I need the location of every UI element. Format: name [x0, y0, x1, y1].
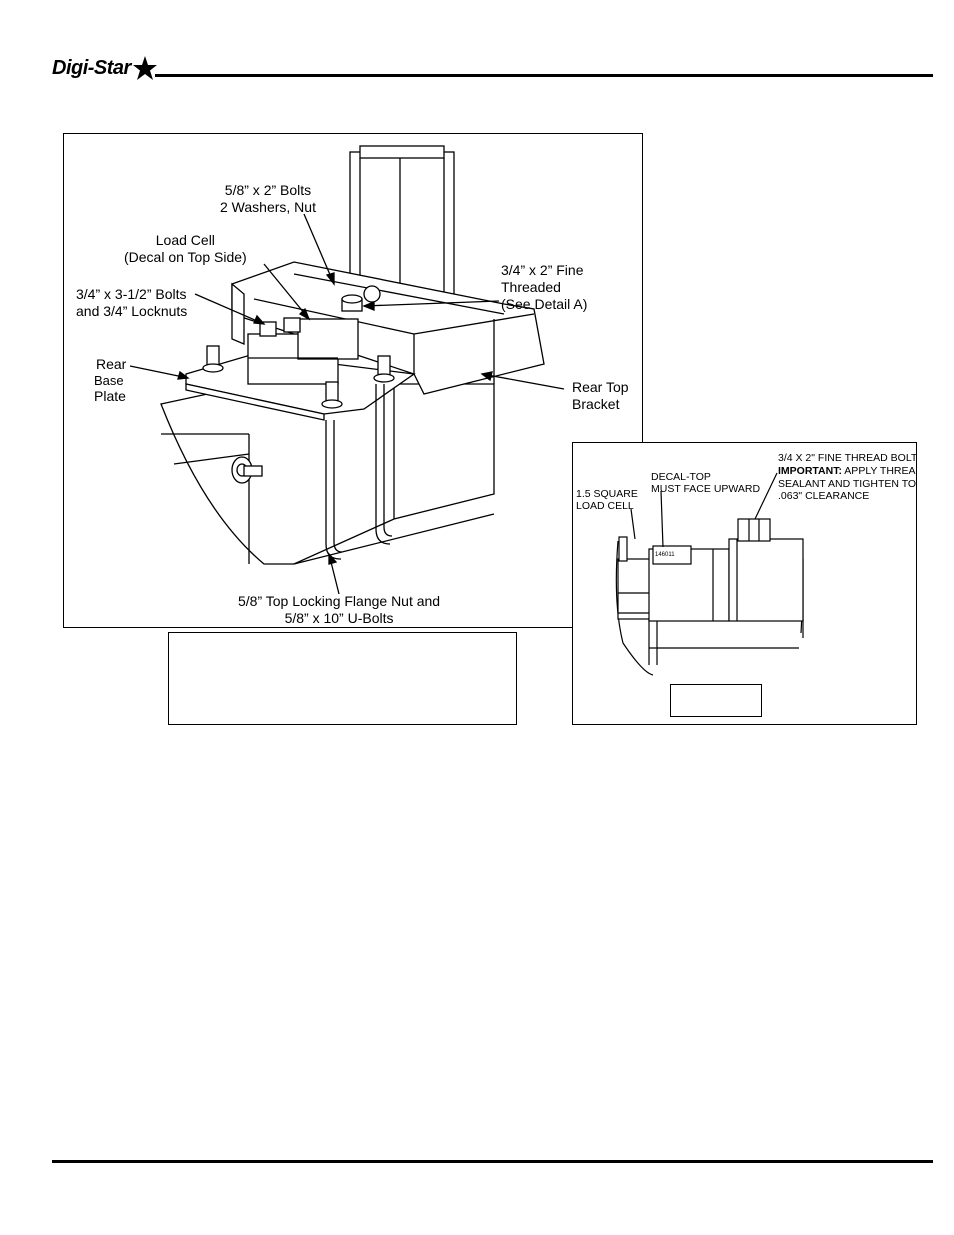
important-label: IMPORTANT: [778, 465, 842, 477]
digi-star-logo: Digi-Star [52, 55, 162, 85]
callout-fine-threaded-bolt: 3/4” x 2” Fine Threaded (See Detail A) [501, 262, 588, 312]
callout-3-4-bolts: 3/4” x 3-1/2” Bolts and 3/4” Locknuts [76, 286, 188, 319]
header-rule [155, 74, 933, 77]
callout-5-8-bolts: 5/8” x 2” Bolts 2 Washers, Nut [220, 182, 316, 215]
main-figure: 5/8” x 2” Bolts 2 Washers, Nut Load Cell… [63, 133, 643, 628]
callout-rear-base-plate-line2: Base [94, 373, 124, 388]
star-icon [133, 56, 157, 80]
detail-a-figure: 1.5 SQUARE LOAD CELL DECAL-TOP MUST FACE… [572, 442, 917, 725]
detail-callout-decal-top: DECAL-TOP MUST FACE UPWARD [651, 471, 761, 495]
decal-part-number: 146011 [655, 552, 675, 558]
detail-callout-important: IMPORTANT: APPLY THREAD [778, 465, 917, 477]
load-cell-assembly-drawing [129, 145, 565, 595]
callout-rear-base-plate-line1: Rear [96, 356, 127, 372]
logo-text: Digi-Star [52, 57, 131, 79]
detail-a-caption-box [670, 684, 762, 717]
callout-rear-top-bracket: Rear Top Bracket [572, 379, 629, 412]
callout-rear-base-plate-line3: Plate [94, 388, 126, 404]
main-figure-caption-box [168, 632, 517, 725]
detail-callout-square-load-cell: 1.5 SQUARE LOAD CELL [576, 488, 638, 512]
important-text: APPLY THREAD [841, 465, 917, 477]
footer-rule [52, 1160, 933, 1163]
detail-callout-thread-bolt: 3/4 X 2" FINE THREAD BOLT [778, 452, 917, 464]
detail-a-drawing [615, 472, 804, 676]
callout-load-cell: Load Cell (Decal on Top Side) [124, 232, 247, 265]
callout-u-bolts: 5/8” Top Locking Flange Nut and 5/8” x 1… [238, 593, 441, 626]
detail-callout-sealant: SEALANT AND TIGHTEN TO .063" CLEARANCE [778, 478, 917, 502]
